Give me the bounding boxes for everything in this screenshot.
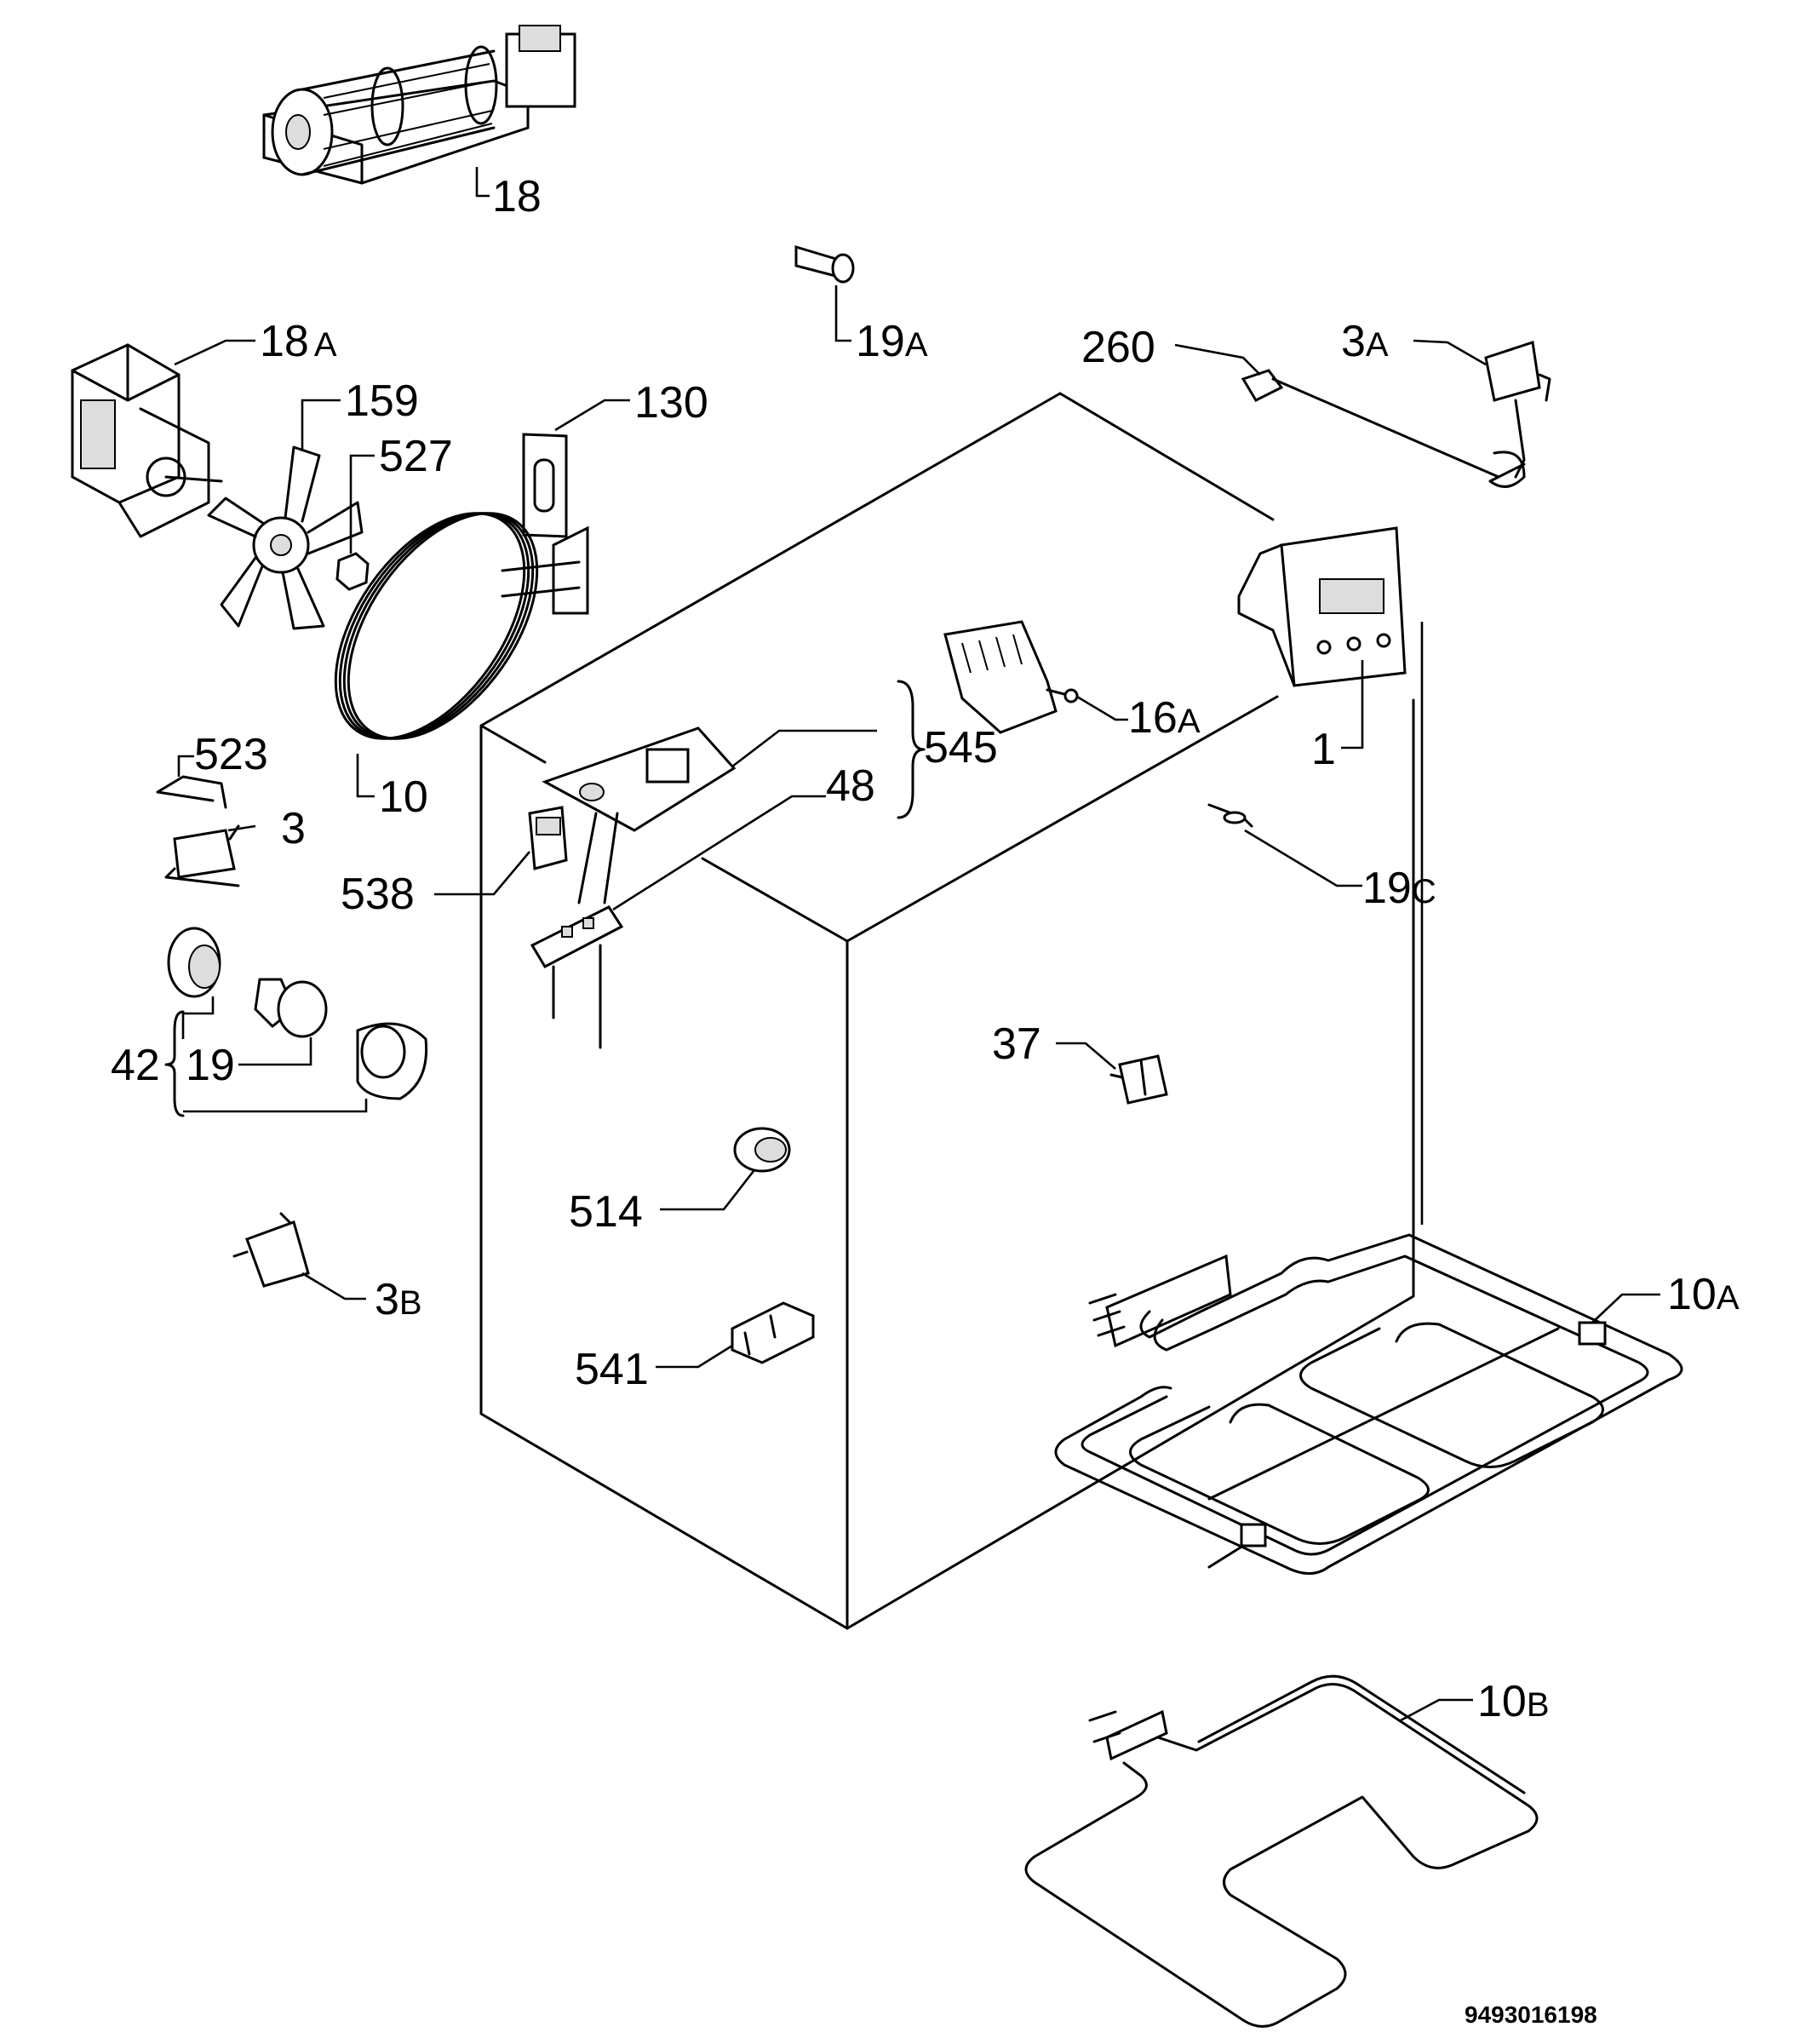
drawing-code: 9493016198	[1465, 2001, 1597, 2028]
grill-element-part	[1054, 1233, 1683, 1575]
clip-part	[156, 755, 227, 809]
label-3a: 3A	[1341, 317, 1389, 366]
fan-motor-part	[71, 339, 255, 538]
label-514: 514	[569, 1187, 643, 1237]
label-130: 130	[634, 378, 708, 428]
pin-part	[794, 244, 855, 342]
terminal-block-part	[530, 795, 826, 1049]
lamp-assembly-part	[164, 927, 428, 1117]
label-19a: 19A	[856, 317, 928, 366]
label-18: 18	[492, 172, 542, 221]
label-10b: 10B	[1477, 1677, 1550, 1726]
oven-cavity-box	[479, 392, 1415, 1630]
gasket-part	[522, 399, 630, 538]
label-10a: 10A	[1667, 1270, 1740, 1319]
label-3: 3	[281, 804, 306, 853]
selector-switch-part	[943, 620, 1128, 734]
grommet-part	[660, 1127, 791, 1211]
label-545: 545	[924, 723, 998, 772]
label-538: 538	[341, 870, 415, 919]
sensor-part	[1207, 803, 1362, 887]
switch-part	[434, 806, 568, 896]
label-541: 541	[575, 1345, 649, 1394]
thermostat-capillary-part	[1413, 339, 1551, 488]
nut-part	[335, 454, 375, 591]
label-523: 523	[194, 730, 268, 779]
label-3b: 3B	[375, 1275, 422, 1324]
bottom-element-part	[1024, 1674, 1539, 2028]
probe-part	[1174, 343, 1500, 479]
label-159: 159	[345, 376, 419, 426]
tangential-fan-part	[262, 25, 576, 198]
fan-blade-part	[207, 399, 364, 630]
label-42: 42	[111, 1041, 160, 1090]
timer-part	[1237, 526, 1407, 749]
circular-element-part	[334, 512, 589, 798]
label-10: 10	[379, 772, 428, 822]
safety-thermostat-part	[232, 1212, 366, 1300]
cable-clamp-part	[656, 1301, 815, 1369]
label-16a: 16A	[1128, 693, 1201, 743]
label-48: 48	[826, 761, 875, 811]
label-260: 260	[1081, 323, 1155, 372]
label-1: 1	[1311, 725, 1336, 774]
pcb-part	[542, 680, 926, 904]
label-527: 527	[379, 432, 453, 481]
label-19: 19	[186, 1041, 235, 1090]
connector-part	[1056, 1042, 1168, 1105]
label-37: 37	[992, 1019, 1041, 1069]
label-19c: 19C	[1362, 864, 1436, 913]
thermostat-part	[164, 824, 256, 887]
